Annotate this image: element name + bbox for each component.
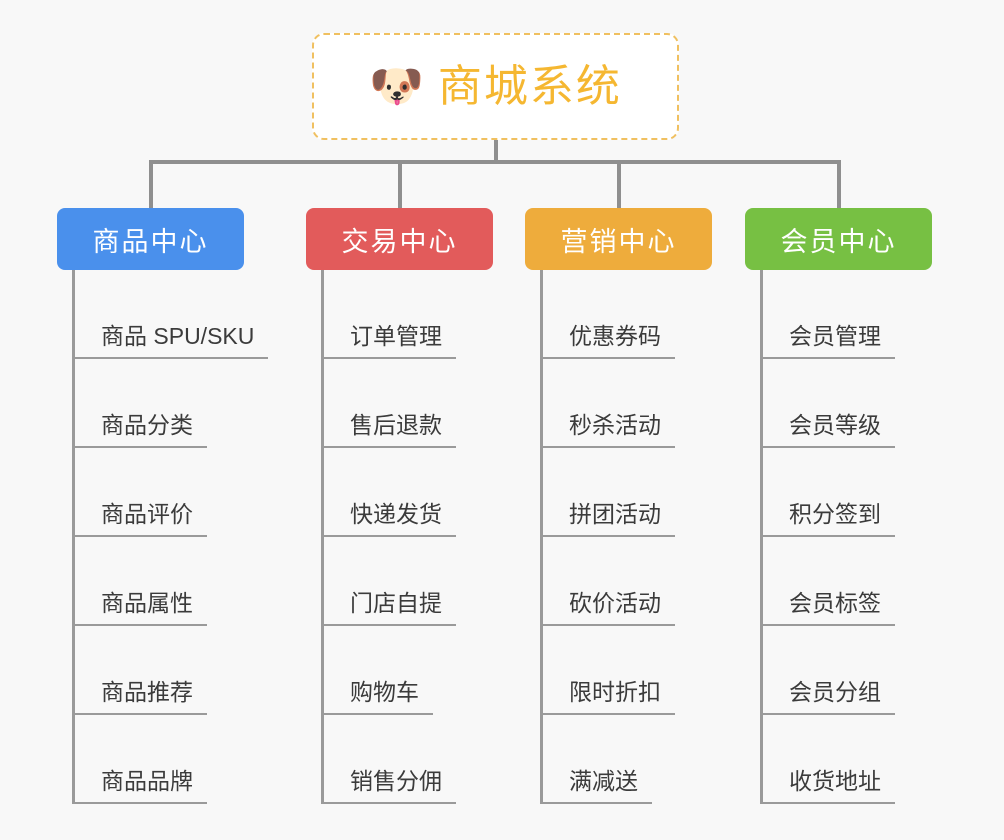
root-node-label: 商城系统: [437, 61, 622, 111]
branch-spine-marketing-center: [540, 270, 543, 804]
leaf-item[interactable]: 拼团活动: [525, 448, 712, 537]
leaf-item-label: 会员分组: [761, 678, 895, 715]
leaf-list-member-center: 会员管理会员等级积分签到会员标签会员分组收货地址: [745, 270, 932, 804]
connector-root-stem: [494, 140, 498, 163]
leaf-item-label: 优惠券码: [541, 322, 675, 359]
leaf-item-label: 会员标签: [761, 589, 895, 626]
leaf-item-label: 砍价活动: [541, 589, 675, 626]
leaf-item[interactable]: 商品推荐: [57, 626, 244, 715]
leaf-item[interactable]: 限时折扣: [525, 626, 712, 715]
leaf-item-label: 快递发货: [322, 500, 456, 537]
branch-member-center: 会员中心会员管理会员等级积分签到会员标签会员分组收货地址: [745, 208, 932, 804]
root-node[interactable]: 🐶 商城系统: [312, 33, 679, 140]
leaf-item[interactable]: 订单管理: [306, 270, 493, 359]
leaf-item[interactable]: 满减送: [525, 715, 712, 804]
branch-trade-center: 交易中心订单管理售后退款快递发货门店自提购物车销售分佣: [306, 208, 493, 804]
leaf-list-product-center: 商品 SPU/SKU 商品分类商品评价商品属性商品推荐商品品牌: [57, 270, 269, 804]
leaf-item-label: 积分签到: [761, 500, 895, 537]
leaf-item[interactable]: 销售分佣: [306, 715, 493, 804]
branch-spine-trade-center: [321, 270, 324, 804]
leaf-item-label: 商品品牌: [73, 767, 207, 804]
leaf-item-label: 售后退款: [322, 411, 456, 448]
leaf-item-label: 会员等级: [761, 411, 895, 448]
connector-drop-product-center: [148, 160, 153, 208]
branch-head-product-center[interactable]: 商品中心: [57, 208, 244, 270]
leaf-item[interactable]: 门店自提: [306, 537, 493, 626]
connector-drop-trade-center: [397, 160, 402, 208]
leaf-item-label: 满减送: [541, 767, 652, 804]
leaf-item[interactable]: 优惠券码: [525, 270, 712, 359]
leaf-item[interactable]: 商品分类: [57, 359, 244, 448]
leaf-item[interactable]: 积分签到: [745, 448, 932, 537]
leaf-item-label: 限时折扣: [541, 678, 675, 715]
leaf-item[interactable]: 秒杀活动: [525, 359, 712, 448]
connector-drop-marketing-center: [616, 160, 621, 208]
leaf-list-trade-center: 订单管理售后退款快递发货门店自提购物车销售分佣: [306, 270, 493, 804]
leaf-item[interactable]: 砍价活动: [525, 537, 712, 626]
leaf-item[interactable]: 商品评价: [57, 448, 244, 537]
branch-spine-product-center: [72, 270, 75, 804]
leaf-list-marketing-center: 优惠券码秒杀活动拼团活动砍价活动限时折扣满减送: [525, 270, 712, 804]
leaf-item[interactable]: 会员标签: [745, 537, 932, 626]
leaf-item-label: 商品属性: [73, 589, 207, 626]
branch-head-member-center[interactable]: 会员中心: [745, 208, 932, 270]
leaf-item[interactable]: 会员管理: [745, 270, 932, 359]
connector-horizontal-bus: [149, 160, 837, 164]
branch-marketing-center: 营销中心优惠券码秒杀活动拼团活动砍价活动限时折扣满减送: [525, 208, 712, 804]
leaf-item[interactable]: 收货地址: [745, 715, 932, 804]
leaf-item-label: 秒杀活动: [541, 411, 675, 448]
connector-drop-member-center: [836, 160, 841, 208]
leaf-item[interactable]: 商品品牌: [57, 715, 244, 804]
leaf-item[interactable]: 售后退款: [306, 359, 493, 448]
leaf-item-label: 购物车: [322, 678, 433, 715]
leaf-item[interactable]: 商品 SPU/SKU: [57, 270, 269, 359]
branch-spine-member-center: [760, 270, 763, 804]
branch-head-marketing-center[interactable]: 营销中心: [525, 208, 712, 270]
leaf-item-label: 商品 SPU/SKU: [73, 322, 269, 359]
leaf-item-label: 商品评价: [73, 500, 207, 537]
leaf-item-label: 收货地址: [761, 767, 895, 804]
leaf-item-label: 商品推荐: [73, 678, 207, 715]
branch-head-trade-center[interactable]: 交易中心: [306, 208, 493, 270]
leaf-item-label: 拼团活动: [541, 500, 675, 537]
dog-face-icon: 🐶: [369, 61, 424, 111]
leaf-item[interactable]: 会员等级: [745, 359, 932, 448]
leaf-item[interactable]: 购物车: [306, 626, 493, 715]
leaf-item[interactable]: 快递发货: [306, 448, 493, 537]
leaf-item-label: 销售分佣: [322, 767, 456, 804]
leaf-item[interactable]: 商品属性: [57, 537, 244, 626]
leaf-item-label: 门店自提: [322, 589, 456, 626]
branch-product-center: 商品中心商品 SPU/SKU 商品分类商品评价商品属性商品推荐商品品牌: [57, 208, 269, 804]
leaf-item-label: 商品分类: [73, 411, 207, 448]
leaf-item-label: 订单管理: [322, 322, 456, 359]
leaf-item-label: 会员管理: [761, 322, 895, 359]
leaf-item[interactable]: 会员分组: [745, 626, 932, 715]
